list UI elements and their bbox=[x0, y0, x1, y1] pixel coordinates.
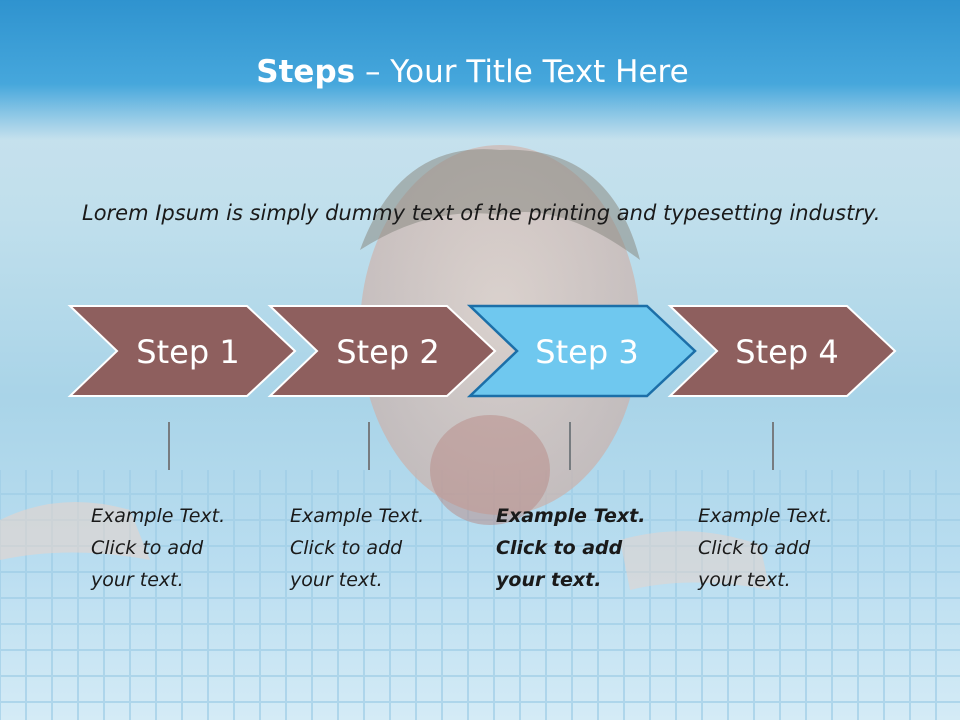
subtitle-text[interactable]: Lorem Ipsum is simply dummy text of the … bbox=[82, 201, 881, 225]
step-3-label: Step 3 bbox=[535, 333, 638, 371]
caption-line: Click to add bbox=[496, 537, 623, 559]
caption-line: your text. bbox=[91, 569, 184, 591]
step-3-caption[interactable]: Example Text. Click to add your text. bbox=[496, 500, 686, 596]
step-4-shape bbox=[667, 305, 897, 397]
title-bold: Steps bbox=[256, 54, 356, 90]
caption-line: your text. bbox=[290, 569, 383, 591]
step-2-connector bbox=[368, 422, 370, 470]
slide-title[interactable]: Steps – Your Title Text Here bbox=[0, 54, 945, 90]
step-2-shape bbox=[267, 305, 497, 397]
step-1-label: Step 1 bbox=[136, 333, 239, 371]
step-4-label: Step 4 bbox=[735, 333, 838, 371]
step-3-connector bbox=[569, 422, 571, 470]
step-3-chevron[interactable]: Step 3 bbox=[466, 304, 697, 398]
step-2-label: Step 2 bbox=[336, 333, 439, 371]
caption-line: Example Text. bbox=[290, 505, 425, 527]
caption-line: your text. bbox=[496, 569, 602, 591]
caption-line: Click to add bbox=[91, 537, 204, 559]
caption-line: Click to add bbox=[698, 537, 811, 559]
caption-line: Example Text. bbox=[91, 505, 226, 527]
step-1-caption[interactable]: Example Text. Click to add your text. bbox=[91, 500, 281, 596]
step-4-chevron[interactable]: Step 4 bbox=[667, 305, 897, 397]
step-1-connector bbox=[168, 422, 170, 470]
step-3-shape bbox=[466, 304, 697, 398]
step-4-connector bbox=[772, 422, 774, 470]
step-2-chevron[interactable]: Step 2 bbox=[267, 305, 497, 397]
step-2-caption[interactable]: Example Text. Click to add your text. bbox=[290, 500, 480, 596]
title-rest: – Your Title Text Here bbox=[355, 54, 689, 90]
caption-line: Click to add bbox=[290, 537, 403, 559]
caption-line: your text. bbox=[698, 569, 791, 591]
step-1-shape bbox=[67, 305, 297, 397]
caption-line: Example Text. bbox=[496, 505, 646, 527]
title-band bbox=[0, 0, 960, 140]
caption-line: Example Text. bbox=[698, 505, 833, 527]
step-1-chevron[interactable]: Step 1 bbox=[67, 305, 297, 397]
step-4-caption[interactable]: Example Text. Click to add your text. bbox=[698, 500, 888, 596]
